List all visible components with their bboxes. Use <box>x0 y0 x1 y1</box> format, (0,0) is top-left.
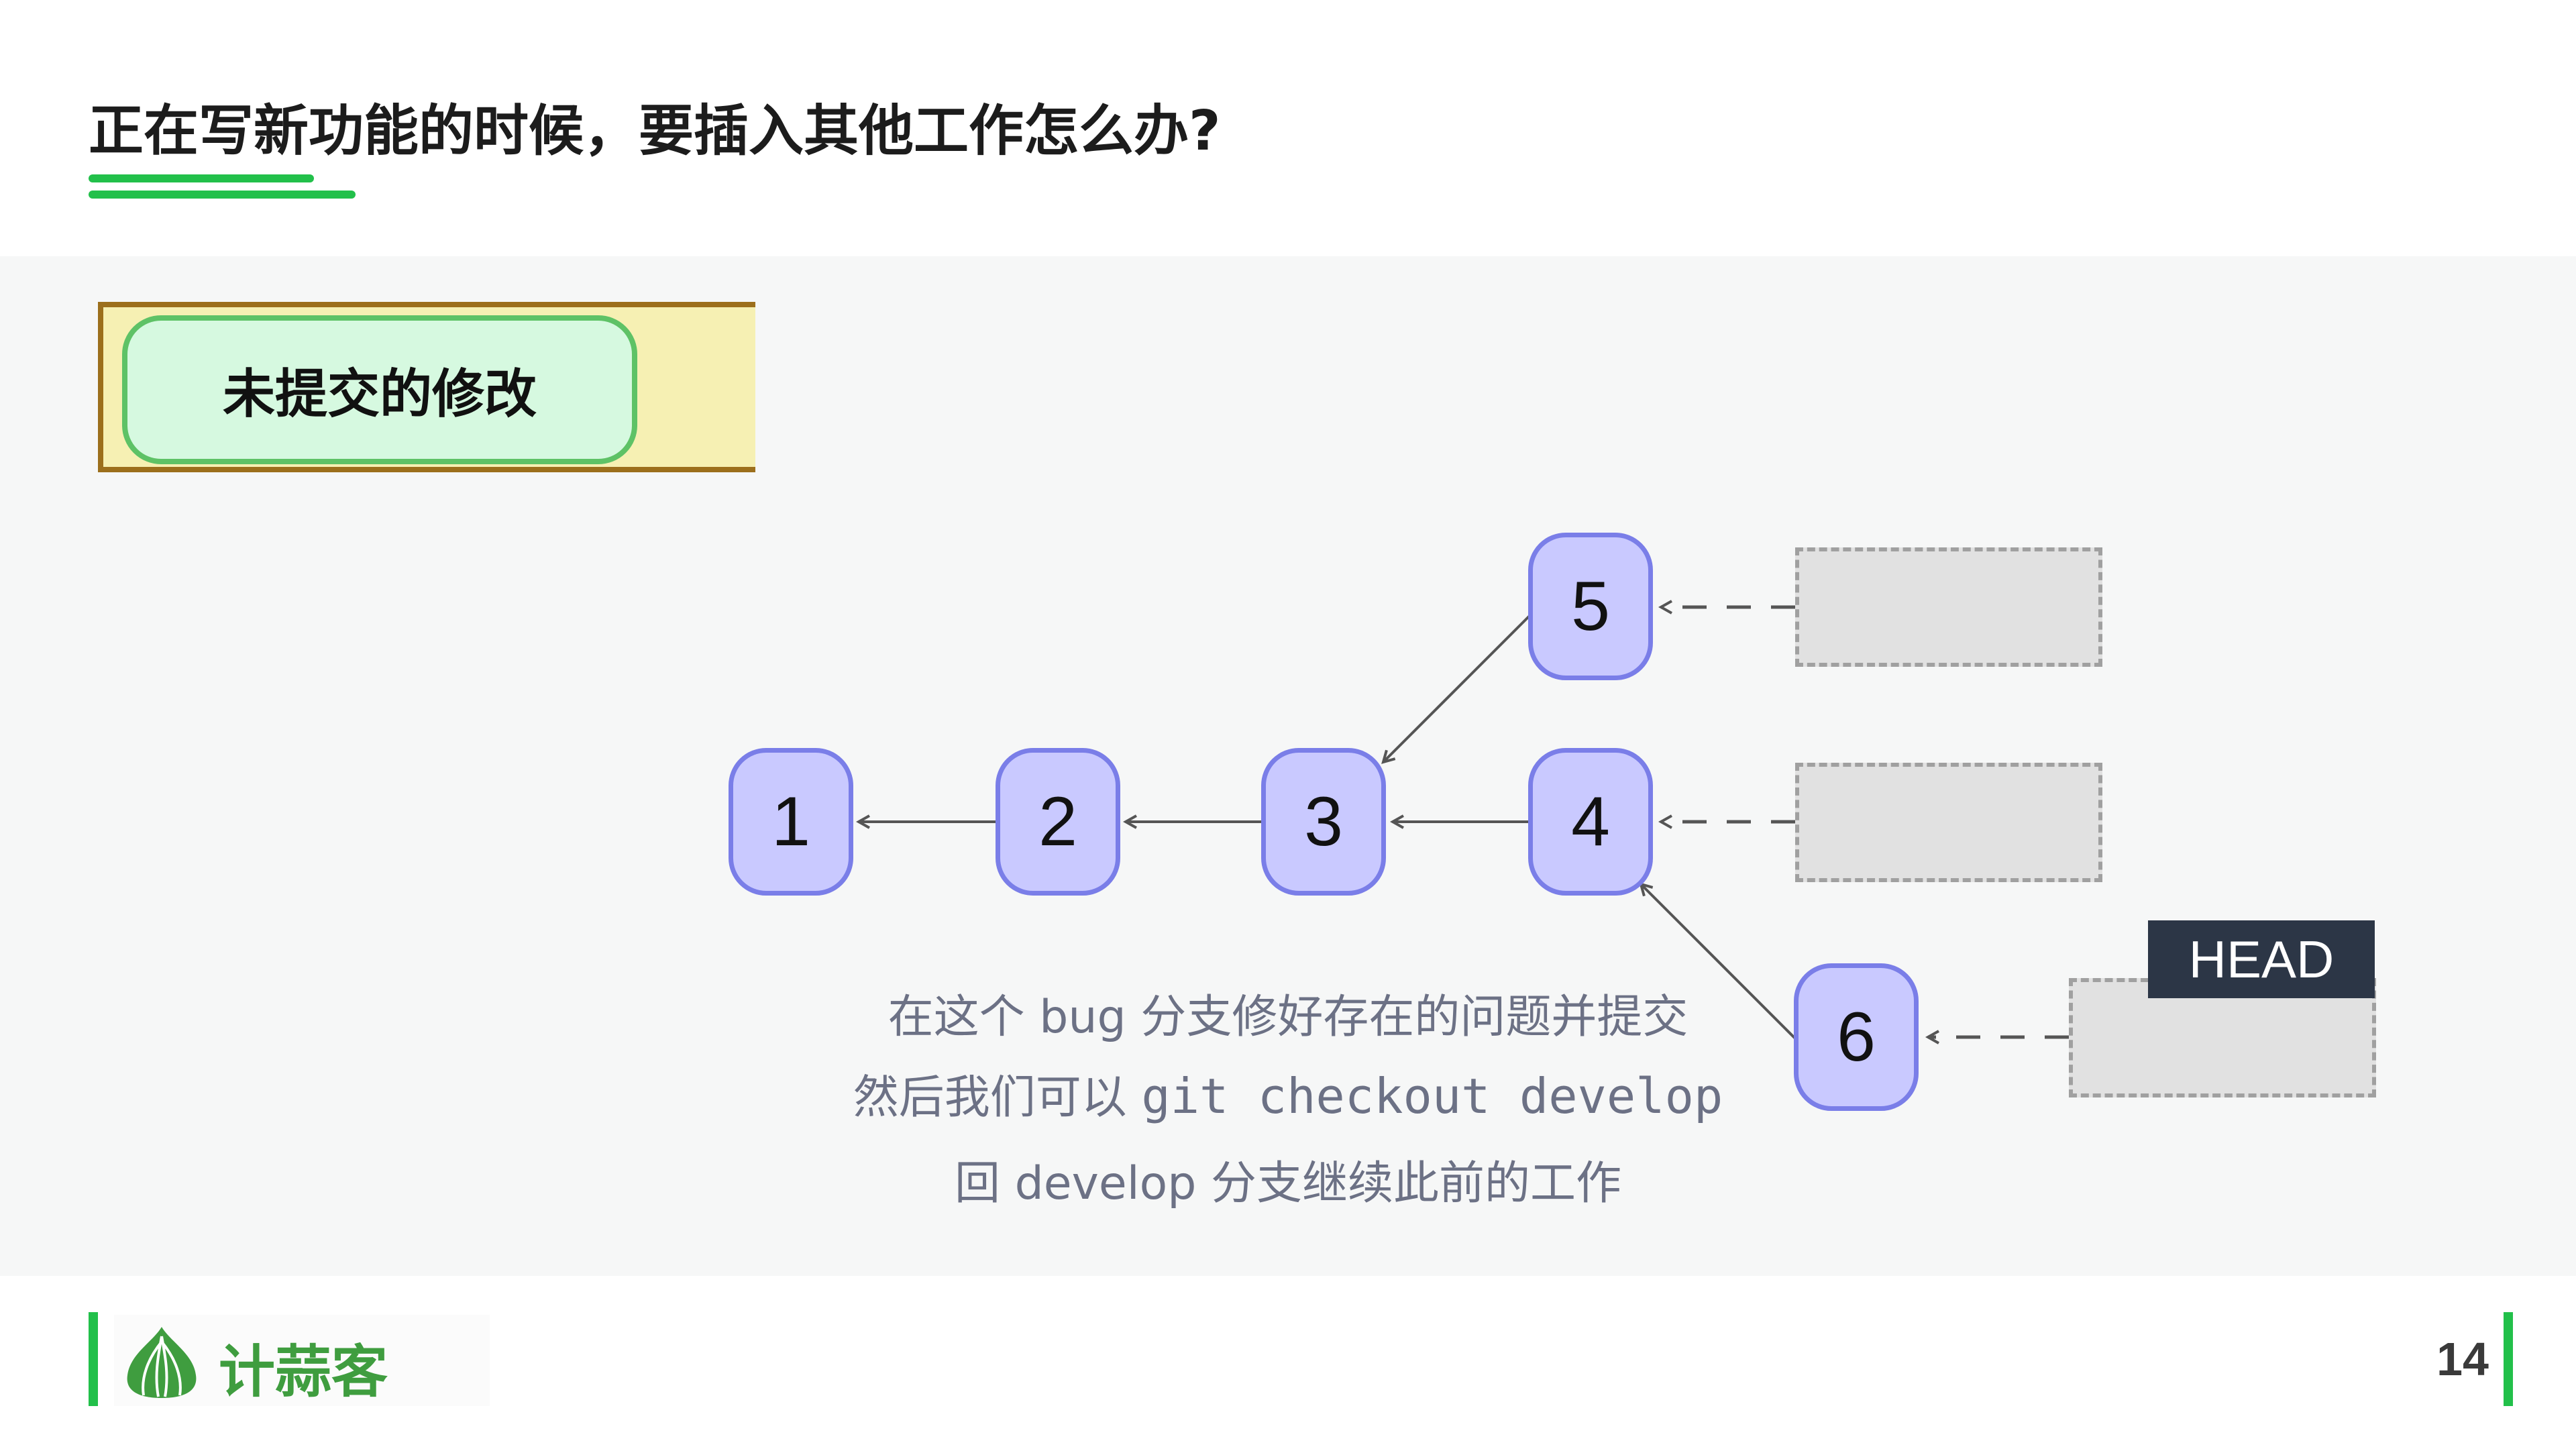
slide-title: 正在写新功能的时候，要插入其他工作怎么办? <box>89 99 1221 163</box>
caption-line-3: 回 develop 分支继续此前的工作 <box>955 1157 1621 1210</box>
commit-node-6: 6 <box>1794 963 1919 1111</box>
title-underline-secondary <box>89 191 356 199</box>
commit-node-3: 3 <box>1261 748 1386 896</box>
commit-node-2: 2 <box>996 748 1120 896</box>
arrow-6-to-4 <box>1641 884 1796 1040</box>
caption-line-2-prefix: 然后我们可以 <box>853 1071 1127 1124</box>
commit-node-1: 1 <box>729 748 853 896</box>
logo-text: 计蒜客 <box>219 1339 388 1405</box>
title-underline <box>89 174 314 182</box>
branch-ref-placeholder-5 <box>1795 547 2102 667</box>
uncommitted-changes-pill: 未提交的修改 <box>122 315 637 464</box>
commit-node-5: 5 <box>1528 533 1653 680</box>
caption-line-1: 在这个 bug 分支修好存在的问题并提交 <box>888 991 1688 1044</box>
head-label: HEAD <box>2148 920 2375 998</box>
page-number: 14 <box>2436 1333 2489 1385</box>
garlic-icon <box>127 1327 197 1398</box>
arrow-5-to-3 <box>1383 614 1531 762</box>
footer-accent-left <box>89 1312 98 1406</box>
branch-ref-placeholder-4 <box>1795 763 2102 882</box>
footer-accent-right <box>2504 1312 2513 1406</box>
commit-node-4: 4 <box>1528 748 1653 896</box>
caption-line-2: 然后我们可以 git checkout develop <box>671 1060 1905 1126</box>
caption-code: git checkout develop <box>1141 1068 1723 1124</box>
